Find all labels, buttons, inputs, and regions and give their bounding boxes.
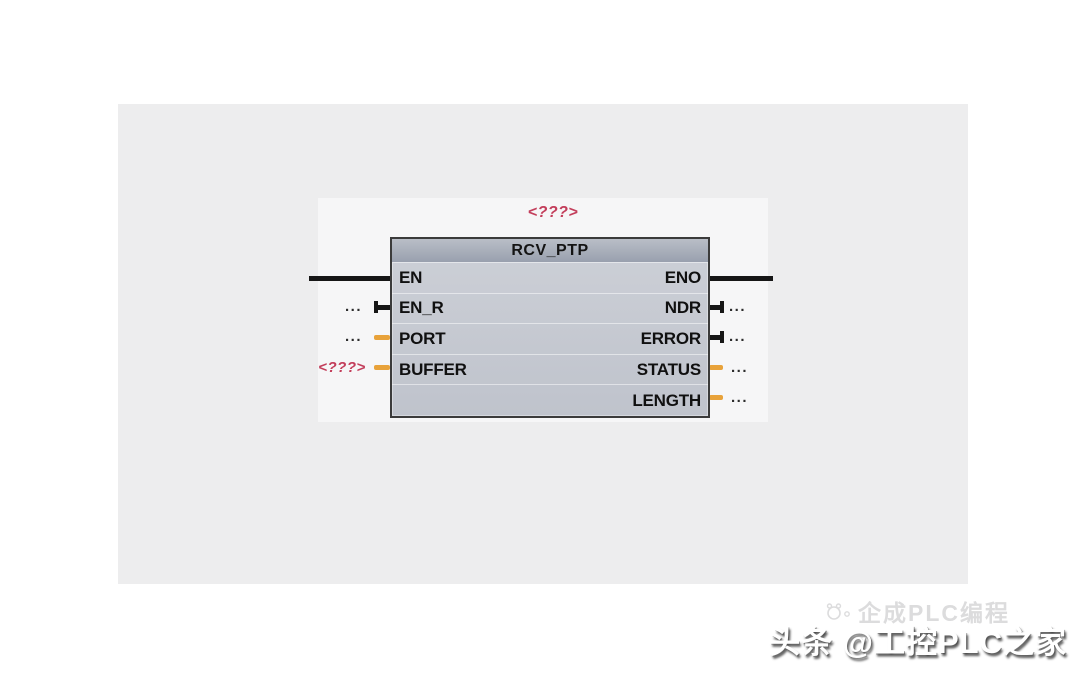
block-row: PORT ERROR [392,324,708,355]
en-power-rail [309,276,390,281]
ndr-stub-cap [720,301,724,313]
status-operand[interactable]: ... [731,359,749,376]
en-r-stub [374,305,390,310]
block-row: EN ENO [392,263,708,294]
ndr-operand[interactable]: ... [729,298,747,315]
error-stub-cap [720,331,724,343]
eno-power-rail [709,276,773,281]
pin-en: EN [399,267,423,287]
mascot-icon [826,603,850,620]
error-operand[interactable]: ... [729,328,747,345]
ndr-stub [709,305,722,310]
block-title[interactable]: RCV_PTP [392,239,708,263]
ghost-watermark-text: 企成PLC编程 [858,600,1010,626]
block-instance-placeholder[interactable]: <???> [527,204,579,221]
block-row: LENGTH [392,385,708,416]
port-stub [374,335,390,340]
rcv-ptp-block[interactable]: RCV_PTP EN ENO EN_R NDR PORT ERROR BUFFE… [390,237,710,418]
block-body: EN ENO EN_R NDR PORT ERROR BUFFER STATUS… [392,263,708,416]
error-stub [709,335,722,340]
pin-ndr: NDR [664,298,701,318]
status-stub [709,365,723,370]
main-watermark: 头条 @工控PLC之家 [769,625,1067,660]
buffer-stub [374,365,390,370]
pin-buffer: BUFFER [399,359,467,379]
pin-status: STATUS [636,359,701,379]
pin-length: LENGTH [632,390,701,410]
pin-eno: ENO [664,267,701,287]
pin-error: ERROR [640,328,702,348]
port-operand[interactable]: ... [345,328,363,345]
pin-port: PORT [399,328,446,348]
length-stub [709,395,723,400]
ghost-watermark: 企成PLC编程 [826,594,1010,628]
buffer-operand-placeholder[interactable]: <???> [318,359,366,376]
pin-en-r: EN_R [399,298,444,318]
block-row: EN_R NDR [392,294,708,325]
block-row: BUFFER STATUS [392,355,708,386]
en-r-operand[interactable]: ... [345,298,363,315]
length-operand[interactable]: ... [731,389,749,406]
